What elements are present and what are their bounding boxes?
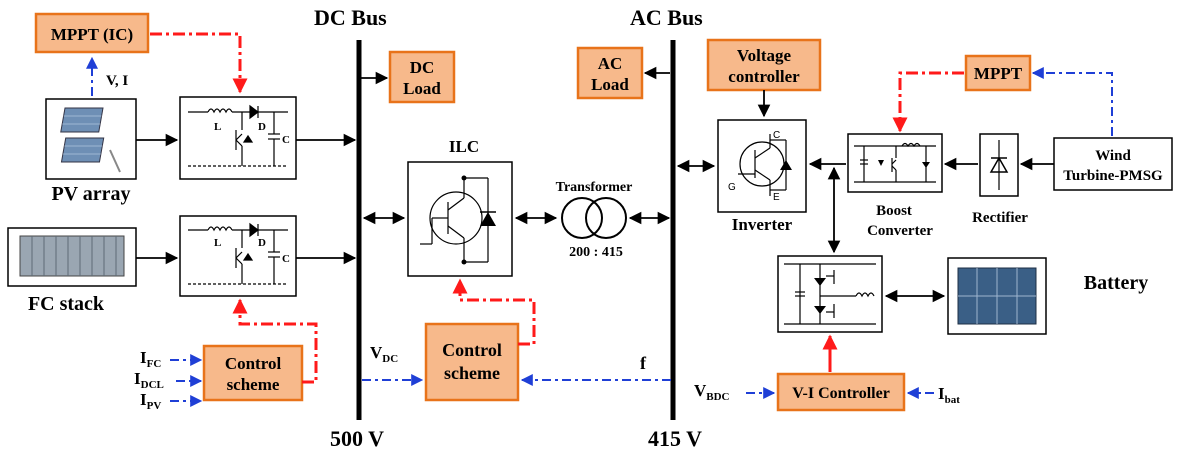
pv-array-icon <box>45 98 137 180</box>
voltage-controller-line1: Voltage <box>737 46 792 65</box>
i-dcl-label: IDCL <box>134 369 164 391</box>
control-scheme-left-line1: Control <box>225 354 282 373</box>
ac-load-line2: Load <box>591 75 629 94</box>
ac-load-line1: AC <box>598 54 623 73</box>
pv-array-label: PV array <box>51 183 130 205</box>
battery-converter[interactable] <box>777 255 883 333</box>
wind-boost-converter[interactable] <box>847 133 943 193</box>
ac-bus-title: AC Bus <box>630 5 703 30</box>
transformer-label: Transformer <box>556 180 633 195</box>
mppt-label: MPPT <box>974 64 1023 83</box>
svg-text:E: E <box>773 192 780 203</box>
mppt-to-boost <box>892 71 964 133</box>
transformer-icon <box>561 197 627 239</box>
battery-icon <box>947 257 1047 335</box>
fc-stack-icon <box>7 227 137 287</box>
fc-stack-label: FC stack <box>28 293 105 315</box>
wind-turbine-block[interactable]: Wind Turbine-PMSG <box>1053 137 1173 191</box>
ac-bus-voltage: 415 V <box>648 426 702 451</box>
control-scheme-center-line1: Control <box>442 340 502 360</box>
svg-text:G: G <box>728 182 736 193</box>
wind-line2: Turbine-PMSG <box>1063 168 1163 184</box>
voltage-controller-line2: controller <box>728 67 800 86</box>
inverter-label: Inverter <box>732 215 793 234</box>
fc-diode-label: D <box>258 237 266 249</box>
v-i-label: V, I <box>106 73 128 89</box>
pv-diode-label: D <box>258 121 266 133</box>
pv-capacitor-label: C <box>282 134 290 146</box>
ilc-converter[interactable] <box>407 161 513 277</box>
pv-inductor-label: L <box>214 121 221 133</box>
mppt-ic-control-line <box>150 32 248 94</box>
control-scheme-left-line2: scheme <box>227 375 280 394</box>
fc-inductor-label: L <box>214 237 221 249</box>
fc-boost-converter[interactable]: L D C <box>179 215 297 297</box>
rectifier-block[interactable] <box>979 133 1019 197</box>
i-bat-label: Ibat <box>938 384 960 406</box>
mppt-ic-label: MPPT (IC) <box>51 25 133 44</box>
ac-load-block[interactable]: AC Load <box>576 46 644 100</box>
control-scheme-center-line2: scheme <box>444 363 500 383</box>
freq-label: f <box>640 353 647 373</box>
svg-text:C: C <box>773 130 780 141</box>
v-bdc-label: VBDC <box>694 381 730 403</box>
dc-load-block[interactable]: DC Load <box>388 50 456 104</box>
ilc-label: ILC <box>449 137 479 156</box>
dc-bus-title: DC Bus <box>314 5 387 30</box>
boost-converter-line1: Boost <box>876 203 912 219</box>
transformer-ratio: 200 : 415 <box>569 245 623 260</box>
control-scheme-center-block[interactable]: Control scheme <box>424 322 520 402</box>
fc-capacitor-label: C <box>282 253 290 265</box>
vi-controller-block[interactable]: V-I Controller <box>776 372 906 412</box>
mppt-ic-block[interactable]: MPPT (IC) <box>34 12 150 54</box>
i-pv-label: IPV <box>140 390 161 412</box>
boost-converter-line2: Converter <box>867 223 933 239</box>
dc-load-line1: DC <box>410 58 435 77</box>
i-fc-label: IFC <box>140 348 161 370</box>
center-control-to-ilc <box>452 278 536 346</box>
wind-line1: Wind <box>1095 148 1131 164</box>
dc-bus-voltage: 500 V <box>330 426 384 451</box>
control-scheme-left-block[interactable]: Control scheme <box>202 344 304 402</box>
voltage-controller-block[interactable]: Voltage controller <box>706 38 822 92</box>
mppt-block[interactable]: MPPT <box>964 54 1032 92</box>
vi-controller-label: V-I Controller <box>792 385 890 402</box>
dc-load-line2: Load <box>403 79 441 98</box>
rectifier-label: Rectifier <box>972 210 1028 226</box>
inverter-block[interactable]: C E G <box>717 119 807 213</box>
battery-label: Battery <box>1084 272 1148 294</box>
v-dc-label: VDC <box>370 343 398 365</box>
left-control-to-fc-converter <box>232 298 318 384</box>
wind-sense-line <box>1031 67 1113 136</box>
pv-boost-converter[interactable]: L D C <box>179 96 297 180</box>
